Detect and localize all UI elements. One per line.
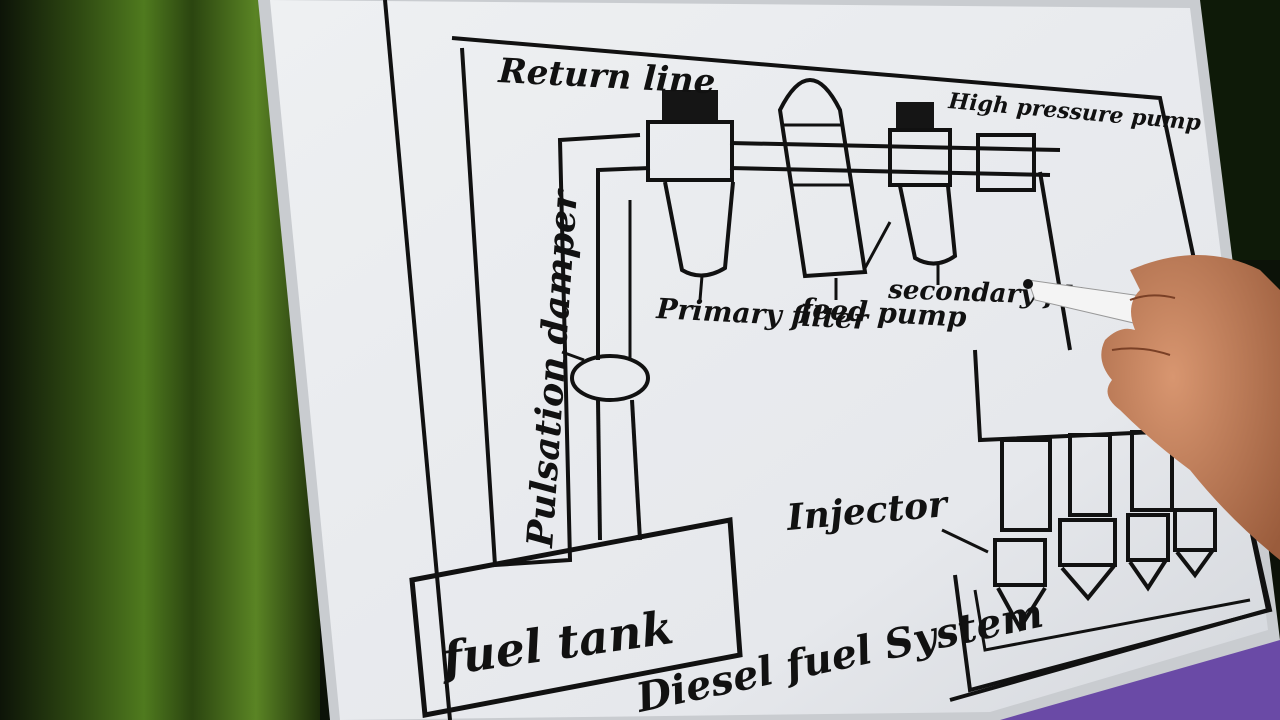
feed-pump-body — [777, 78, 868, 279]
primary-filter-head — [646, 120, 734, 182]
secondary-filter-bowl — [898, 185, 958, 266]
injector-3-nozzle — [1126, 513, 1170, 562]
return-line-inner — [460, 47, 641, 568]
hand-icon — [1101, 255, 1280, 560]
hp-line-right — [1038, 171, 1072, 351]
injector-1-body — [1000, 438, 1052, 532]
damper-arrow — [561, 350, 585, 362]
injector-3-tip — [1128, 558, 1168, 592]
hp-rail — [973, 349, 1201, 443]
primary-filter-cap — [662, 90, 718, 122]
feed-pump-lever — [863, 221, 892, 269]
curtain-background — [0, 0, 320, 720]
injector-2-nozzle — [1058, 518, 1117, 567]
injector-2-body — [1068, 433, 1112, 517]
injector-4-tip — [1175, 548, 1215, 579]
supply-pipe-upper-left — [596, 166, 651, 360]
secondary-filter-head — [888, 128, 952, 187]
injector-return-loop — [953, 519, 1273, 693]
injector-4-nozzle — [1173, 508, 1217, 552]
outer-border-line — [383, 0, 452, 720]
injector-2-tip — [1060, 564, 1116, 602]
fuel-tank-shape — [409, 517, 743, 718]
primary-filter-bowl — [663, 181, 735, 278]
supply-pipe-left — [596, 399, 602, 541]
injector-arrow — [941, 528, 989, 554]
secondary-filter-cap — [896, 102, 934, 132]
injector-1-nozzle — [993, 538, 1047, 587]
injector-return-inner — [973, 589, 1251, 652]
high-pressure-pump-box — [976, 133, 1036, 192]
supply-pipe-right — [630, 399, 642, 541]
primary-filter-arrow — [698, 275, 704, 301]
pulsation-damper-shape — [570, 354, 650, 402]
injector-1-tip — [996, 586, 1047, 632]
